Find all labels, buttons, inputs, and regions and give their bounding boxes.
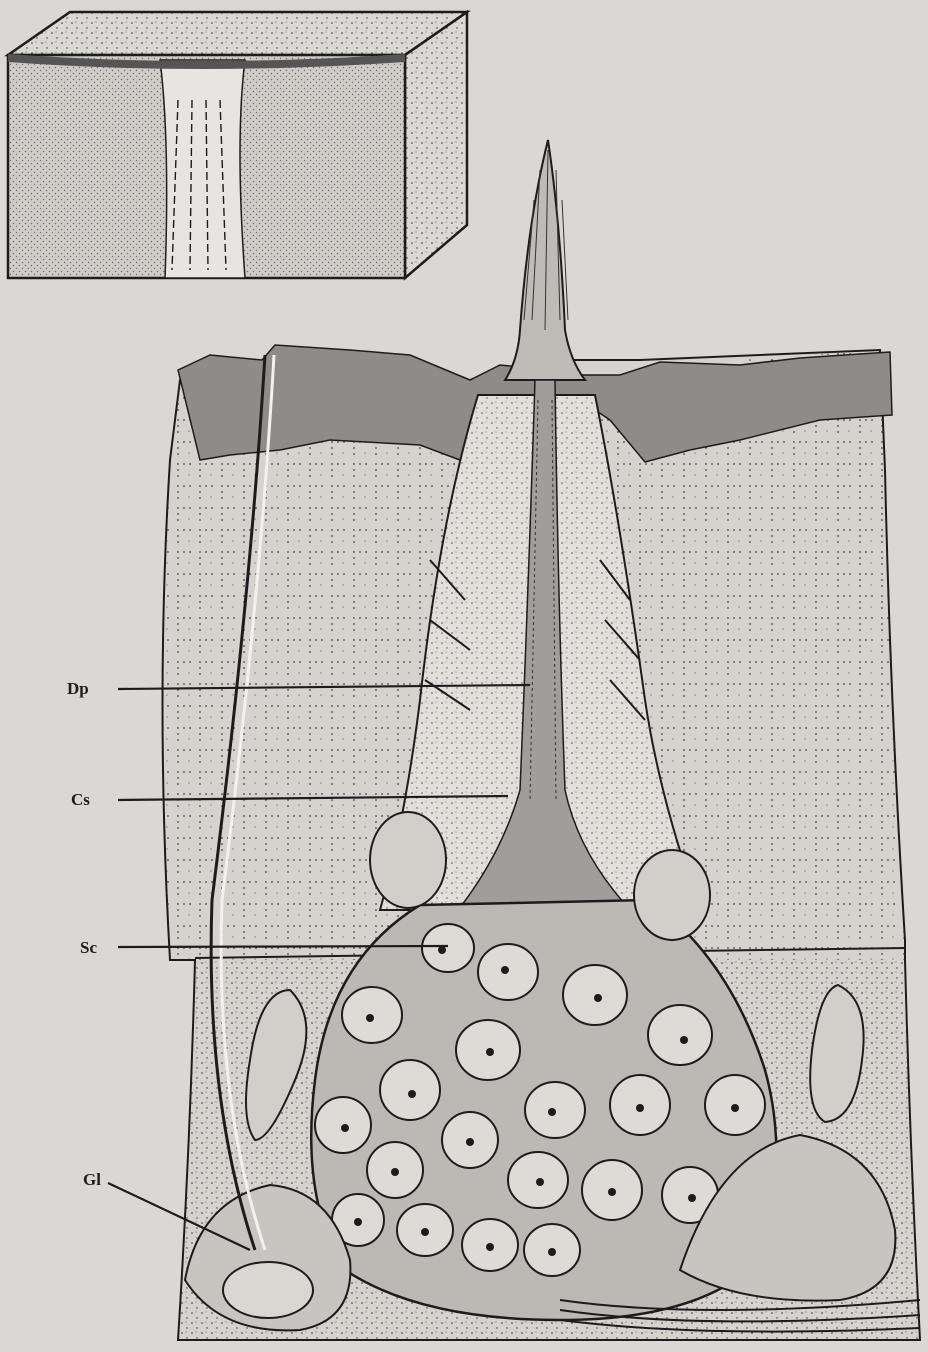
epidermal-cell [370,812,446,908]
label-cs: Cs [71,791,90,808]
label-gl: Gl [83,1171,101,1188]
inset-right-face [405,12,467,278]
nucleus [648,1005,712,1065]
nucleus [563,965,627,1025]
leader-sc [118,946,448,947]
label-dp: Dp [67,680,89,697]
inset-top-face [8,12,467,55]
epidermal-cell [634,850,710,940]
nucleus [380,1060,440,1120]
sensory-hair [505,140,585,380]
nucleus [422,924,474,972]
label-sc: Sc [80,939,97,956]
inset-cuticle-block [8,12,467,278]
